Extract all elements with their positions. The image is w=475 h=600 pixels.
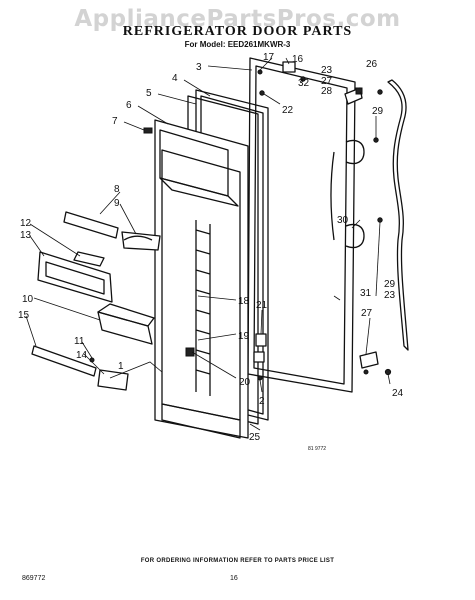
callout: 19	[238, 331, 250, 342]
lower-stop	[253, 351, 265, 363]
callout: 28	[321, 86, 333, 97]
door-liner-bottom-lip	[161, 403, 241, 439]
shelf-bracket-curve	[123, 235, 153, 241]
handle-bracket-upper	[345, 139, 365, 165]
callout: 11	[74, 336, 85, 347]
shelf-clip	[185, 347, 195, 357]
callout: 27	[361, 308, 373, 319]
callout: 23	[384, 290, 396, 301]
small-bin	[73, 251, 105, 267]
callout: 14	[76, 350, 88, 361]
hinge-bushing	[259, 90, 265, 96]
callout: 30	[337, 215, 349, 226]
callout: 3	[196, 62, 202, 73]
lower-cam	[255, 333, 267, 347]
dispenser-screw	[143, 127, 153, 134]
closer-cam-top	[355, 87, 363, 95]
door-outer-panel-inner-edge	[253, 65, 348, 385]
callout: 29	[372, 106, 384, 117]
callout: 17	[263, 52, 275, 63]
callout: 1	[118, 361, 124, 372]
dispenser-bin-front	[45, 261, 105, 295]
shelf-rail-notches	[195, 229, 211, 375]
callout: 32	[298, 78, 310, 89]
callout: 23	[321, 65, 333, 76]
door-bin	[97, 311, 153, 345]
shelf-bracket-lower	[97, 369, 129, 391]
door-outer-panel	[247, 57, 356, 393]
callout: 31	[360, 288, 372, 299]
callout: 29	[384, 279, 396, 290]
callout: 8	[114, 184, 120, 195]
callout: 21	[256, 300, 268, 311]
bottom-hinge-screw	[363, 369, 369, 375]
ordering-note: FOR ORDERING INFORMATION REFER TO PARTS …	[140, 558, 335, 564]
callout: 12	[20, 218, 32, 229]
dispenser-recess-shelf	[159, 177, 239, 207]
callout: 6	[126, 100, 132, 111]
figure-code: 81 9772	[308, 446, 327, 452]
callout: 16	[292, 54, 304, 65]
callout: 25	[249, 432, 261, 443]
screw-top-bracket	[377, 89, 383, 95]
callout: 13	[20, 230, 32, 241]
lower-screw	[257, 375, 263, 381]
dispenser-bin	[37, 251, 113, 303]
model-line: For Model: EED261MKWR-3	[184, 40, 291, 49]
watermark: AppliancePartsPros.com	[74, 6, 401, 32]
door-shelf-trim-lower	[31, 345, 97, 377]
shelf-bracket-upper	[121, 231, 161, 251]
door-handle	[387, 79, 409, 351]
callout: 15	[18, 310, 30, 321]
callout-labels: 1 2 3 4 5 6 7 8 9 10 11 12 13 14 15 16 1…	[18, 52, 404, 443]
door-liner	[154, 119, 249, 439]
callout: 24	[392, 388, 404, 399]
callout: 2	[259, 396, 265, 407]
handle-bracket-lower	[345, 223, 365, 249]
top-hinge-cap	[282, 61, 296, 73]
screw-handle-lower	[377, 217, 383, 223]
page-number: 16	[230, 575, 238, 582]
handle-trim	[330, 151, 335, 241]
bottom-hinge-pin	[384, 368, 392, 376]
small-screw	[89, 357, 95, 363]
door-shelf-trim-upper	[63, 211, 119, 239]
callout: 7	[112, 116, 118, 127]
page-title: REFRIGERATOR DOOR PARTS	[122, 24, 353, 39]
bottom-hinge-bracket	[359, 351, 379, 369]
leader-lines	[25, 57, 391, 431]
hinge-pin	[257, 69, 263, 75]
document-number: 869772	[22, 575, 46, 582]
callout: 18	[238, 296, 250, 307]
callout: 22	[282, 105, 294, 116]
callout: 5	[146, 88, 152, 99]
callout: 4	[172, 73, 178, 84]
callout: 20	[239, 377, 251, 388]
callout: 27	[321, 76, 333, 87]
callout: 10	[22, 294, 34, 305]
callout: 26	[366, 59, 378, 70]
door-bin-top	[97, 303, 155, 327]
callout: 9	[114, 198, 120, 209]
